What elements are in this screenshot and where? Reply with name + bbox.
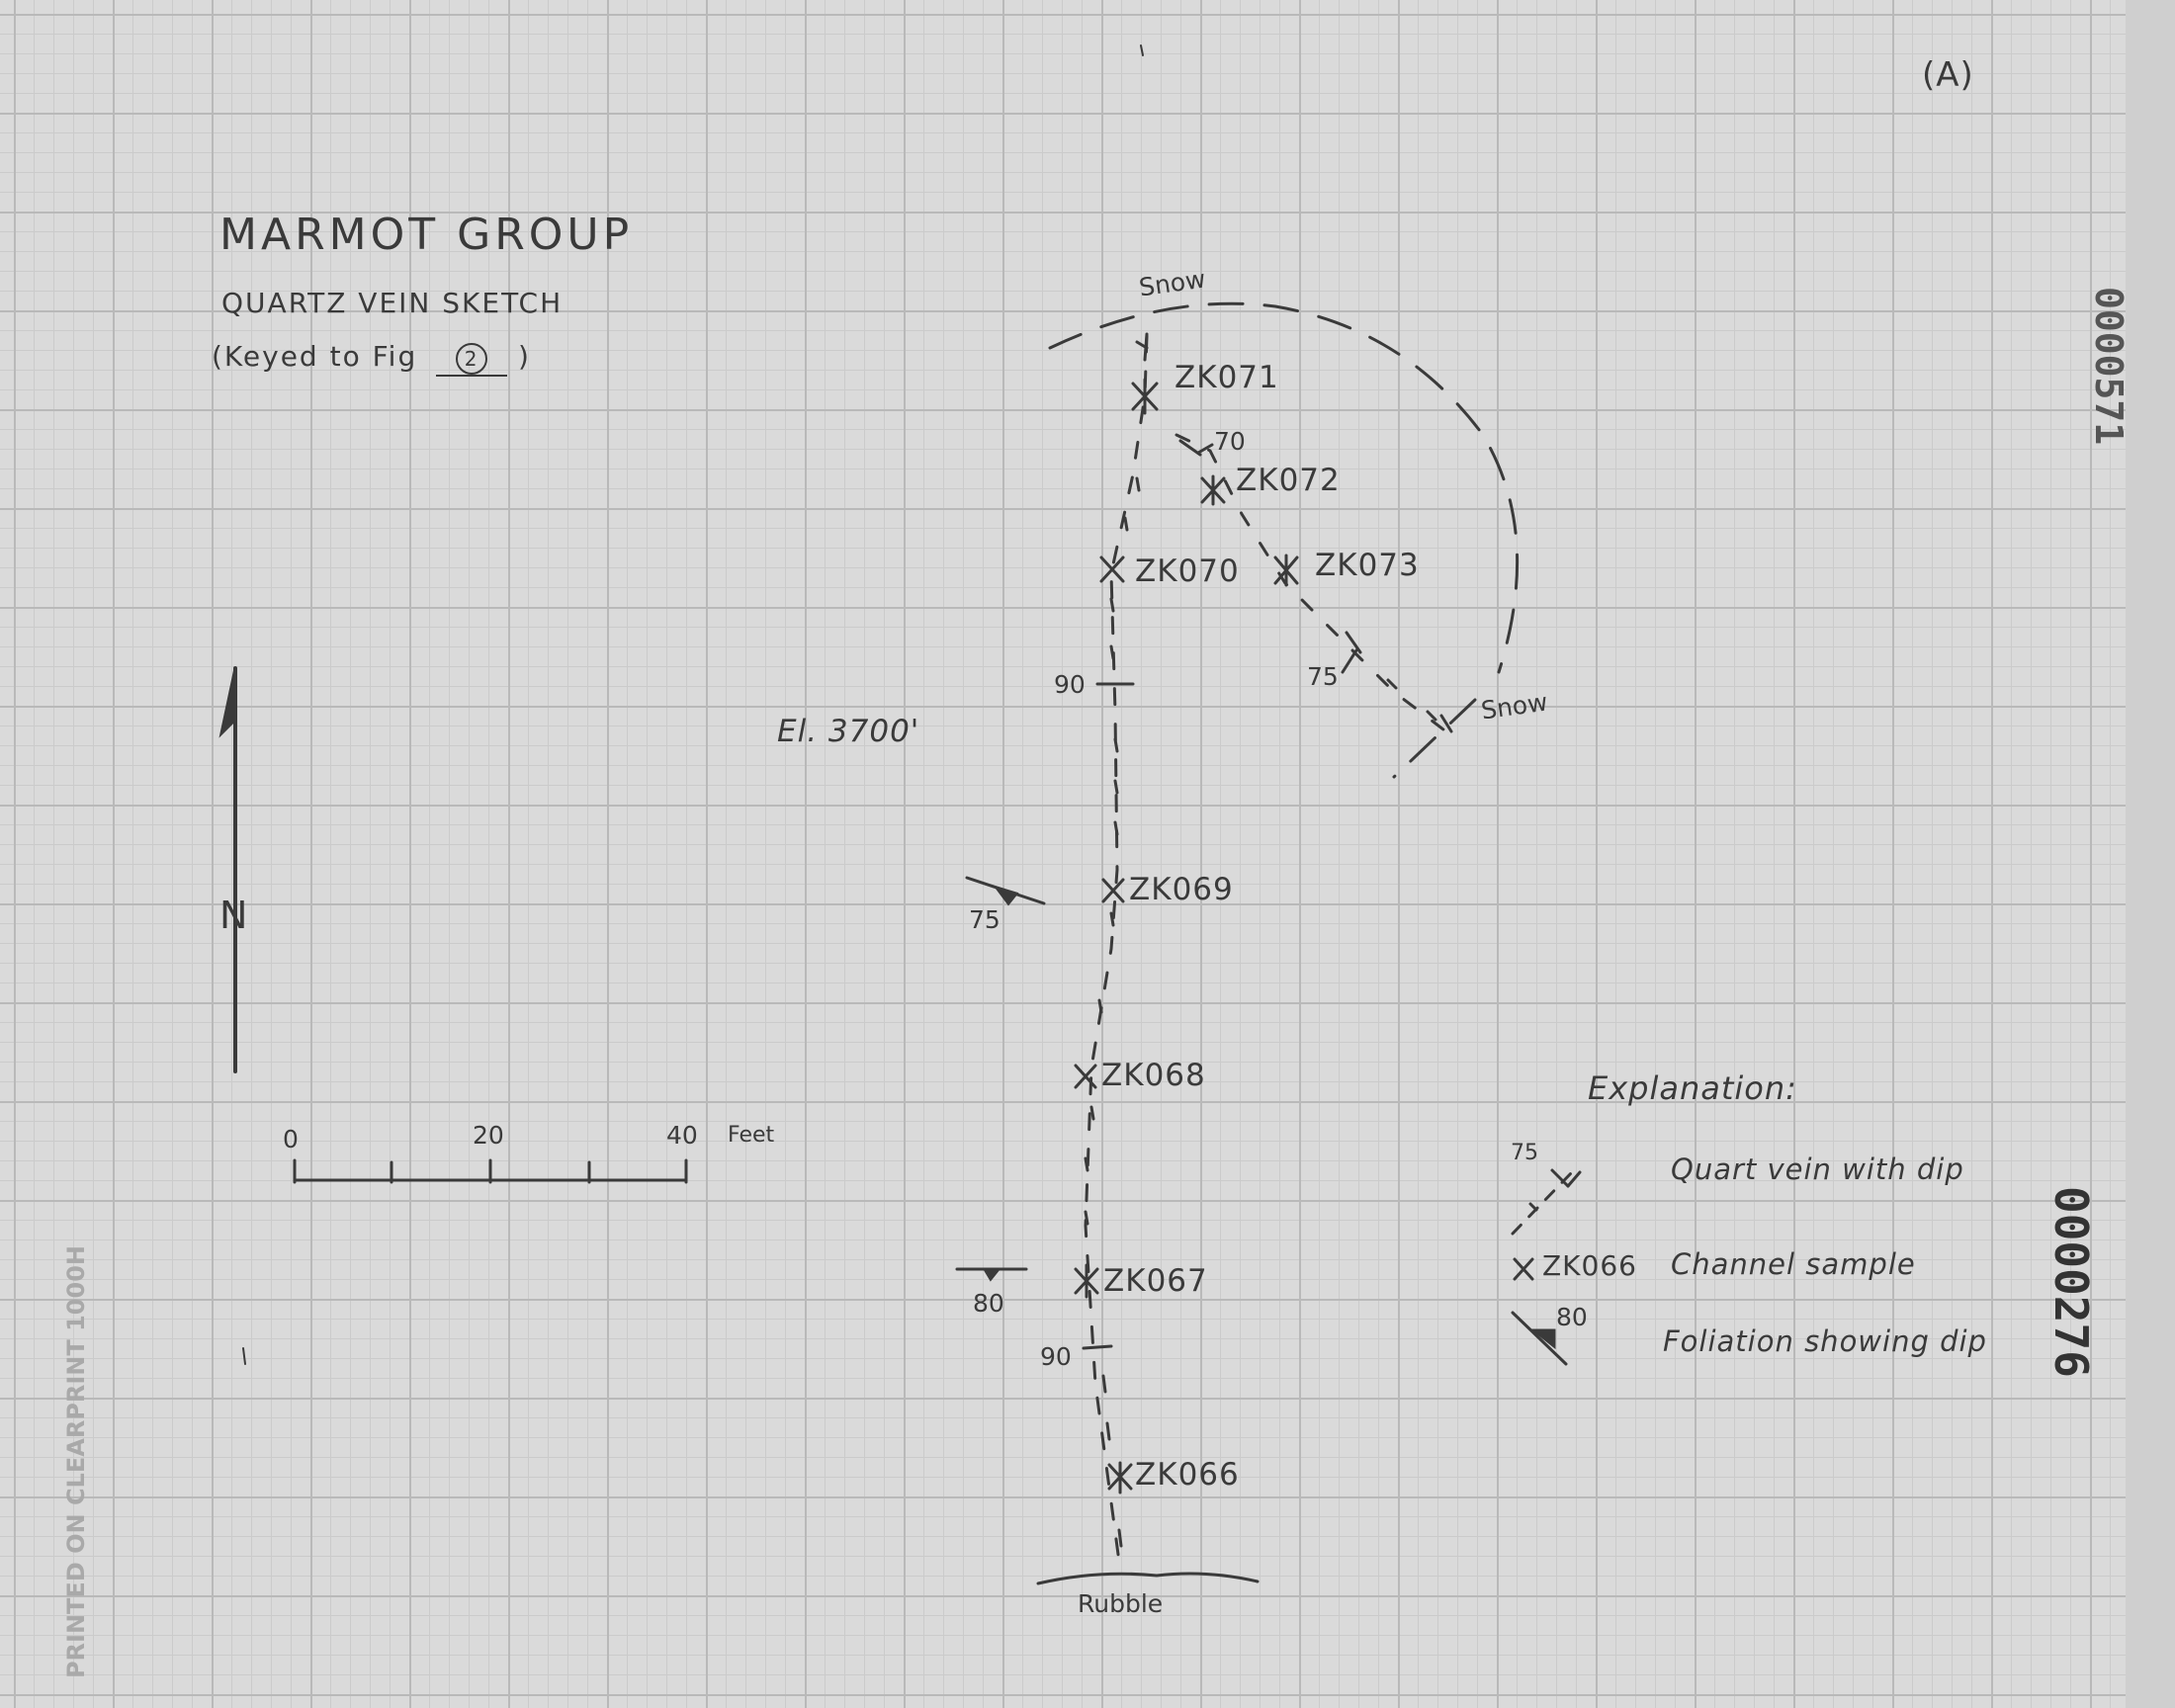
foliation-symbol-75 <box>965 876 1046 906</box>
figure-number-underline: 2 <box>436 340 508 377</box>
dip-value-90-upper: 90 <box>1054 670 1086 699</box>
scale-tick-label-40: 40 <box>666 1121 698 1150</box>
sample-label-zk071: ZK071 <box>1174 360 1279 395</box>
channel-sample-markers <box>1074 378 1299 1494</box>
legend-sample-label: Channel sample <box>1671 1247 1916 1281</box>
legend-sample-symbol-icon <box>1513 1257 1534 1281</box>
map-title: MARMOT GROUP <box>219 210 634 260</box>
legend-foliation-dip-value: 80 <box>1556 1303 1588 1331</box>
legend-vein-symbol-icon <box>1511 1168 1582 1236</box>
sample-label-zk069: ZK069 <box>1129 872 1234 907</box>
figure-reference-prefix: (Keyed to Fig <box>212 340 418 373</box>
quartz-vein-branch <box>1174 433 1453 733</box>
foliation-symbol-80 <box>955 1267 1028 1282</box>
dip-value-75-foliation: 75 <box>969 905 1000 934</box>
map-subtitle: QUARTZ VEIN SKETCH <box>221 287 564 319</box>
scale-tick-label-20: 20 <box>473 1121 504 1150</box>
legend-sample-example: ZK066 <box>1542 1249 1637 1282</box>
dip-value-70: 70 <box>1214 427 1246 456</box>
sample-label-zk066: ZK066 <box>1135 1457 1240 1493</box>
legend-vein-dip-value: 75 <box>1511 1141 1538 1165</box>
sample-mark-zk072 <box>1200 474 1226 506</box>
sample-mark-zk066 <box>1107 1461 1133 1494</box>
sample-mark-zk068 <box>1074 1064 1097 1089</box>
rubble-label: Rubble <box>1078 1589 1164 1618</box>
scale-unit: Feet <box>728 1123 775 1148</box>
rubble-line <box>1036 1572 1260 1585</box>
legend-foliation-label: Foliation showing dip <box>1663 1324 1987 1358</box>
sheet-label: (A) <box>1922 55 1974 95</box>
legend-heading: Explanation: <box>1588 1069 1797 1107</box>
dip-value-75-right: 75 <box>1307 662 1339 691</box>
legend-vein-label: Quart vein with dip <box>1671 1153 1964 1186</box>
figure-reference: (Keyed to Fig 2 ) <box>212 340 531 377</box>
stamp-top-right: 0000571 <box>2087 287 2131 446</box>
sample-mark-zk067 <box>1074 1263 1099 1299</box>
stamp-right: 0000276 <box>2044 1186 2098 1378</box>
sample-mark-zk070 <box>1099 555 1125 583</box>
figure-reference-suffix: ) <box>518 340 531 373</box>
north-arrow-icon <box>218 666 237 1073</box>
sample-label-zk068: ZK068 <box>1101 1058 1206 1093</box>
elevation-label: El. 3700' <box>777 714 920 749</box>
dip-value-90-lower: 90 <box>1040 1342 1072 1371</box>
dip-value-80-foliation: 80 <box>973 1289 1004 1318</box>
scale-tick-label-0: 0 <box>283 1125 299 1153</box>
figure-number-circled: 2 <box>456 343 488 375</box>
legend-foliation-symbol-icon <box>1511 1311 1568 1366</box>
sample-label-zk067: ZK067 <box>1103 1263 1208 1299</box>
sample-label-zk072: ZK072 <box>1236 463 1341 498</box>
sample-mark-zk071 <box>1131 378 1159 415</box>
sample-label-zk073: ZK073 <box>1315 548 1420 583</box>
sample-mark-zk073 <box>1273 554 1299 587</box>
scale-bar <box>293 1158 688 1184</box>
sample-label-zk070: ZK070 <box>1135 554 1240 589</box>
sample-mark-zk069 <box>1101 878 1125 903</box>
snow-boundary <box>1048 301 1520 779</box>
quartz-vein-main <box>1082 332 1149 1564</box>
paper-edge <box>2126 0 2175 1708</box>
